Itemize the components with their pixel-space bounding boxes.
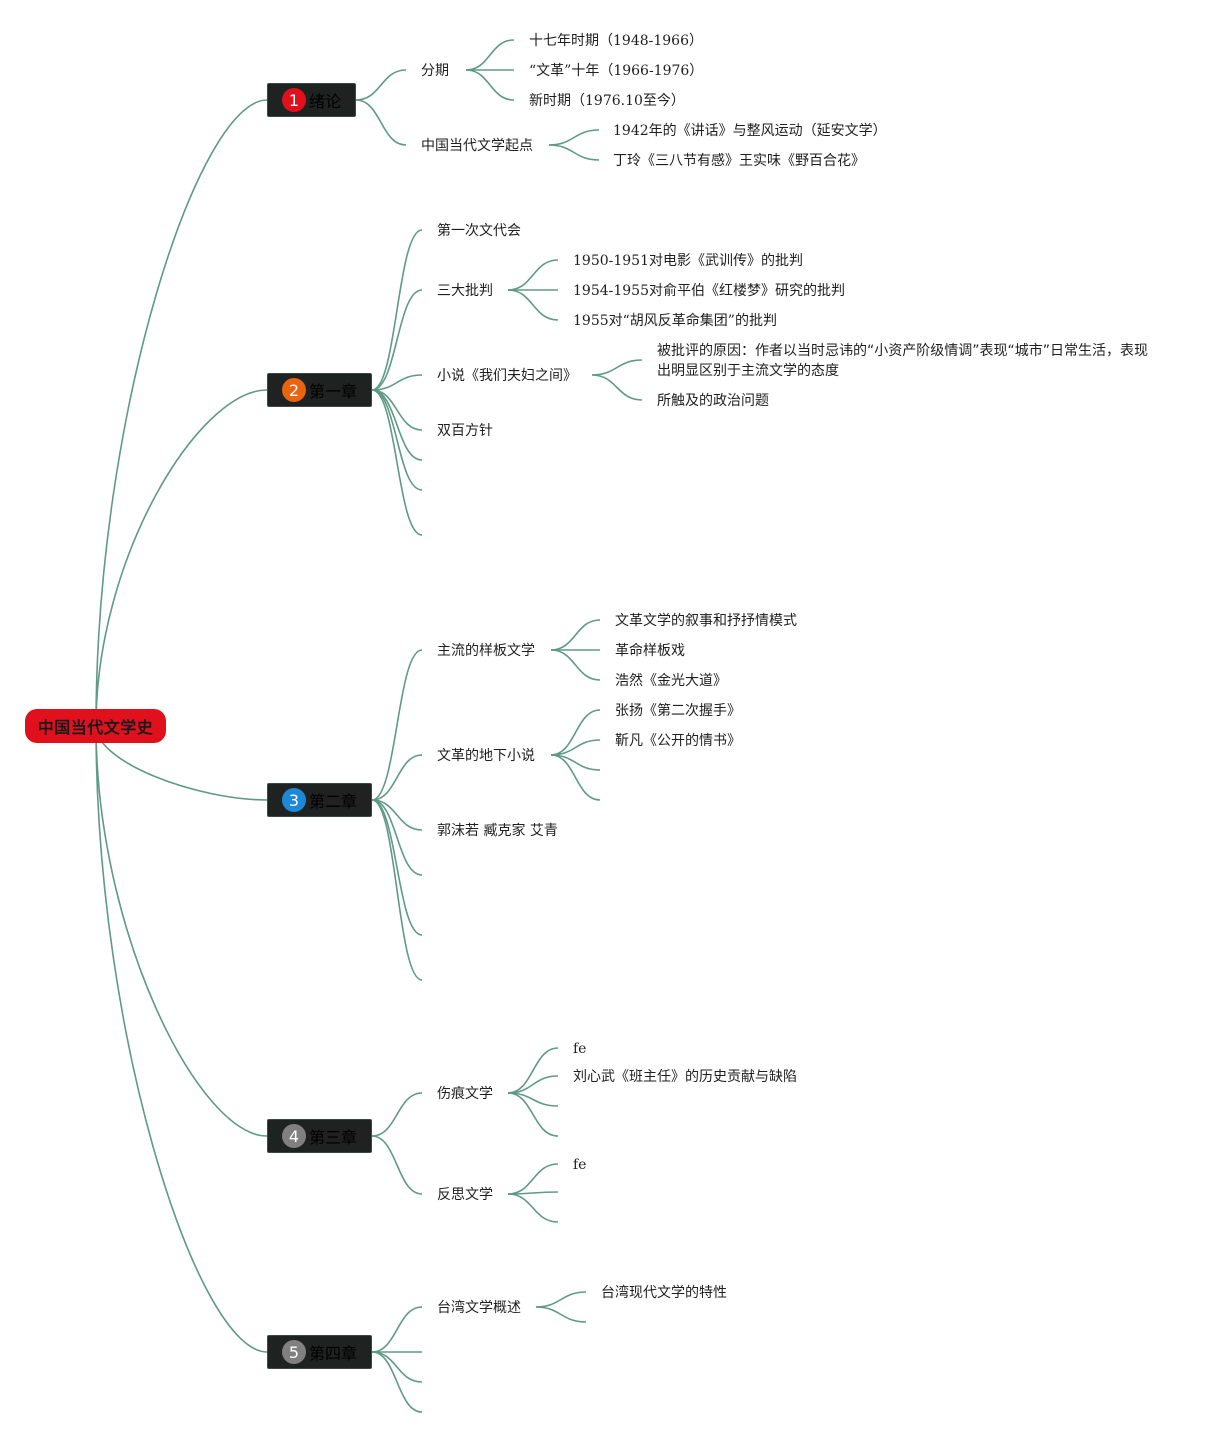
topic-node-scar-literature[interactable]: 伤痕文学 xyxy=(437,1086,493,1102)
leaf-node[interactable]: 1954-1955对俞平伯《红楼梦》研究的批判 xyxy=(573,283,845,299)
connector-line xyxy=(507,1193,559,1223)
chapter-title: 第一章 xyxy=(309,382,358,401)
connector-line xyxy=(371,1306,423,1353)
leaf-node[interactable]: 浩然《金光大道》 xyxy=(615,673,727,689)
connector-line xyxy=(535,1291,587,1308)
leaf-node[interactable]: 台湾现代文学的特性 xyxy=(601,1285,727,1301)
connector-line xyxy=(550,754,601,801)
connector-line xyxy=(507,259,559,291)
root-node[interactable]: 中国当代文学史 xyxy=(25,709,166,743)
connector-line xyxy=(371,389,423,491)
connector-line xyxy=(371,799,423,936)
leaf-node[interactable]: 张扬《第二次握手》 xyxy=(615,703,741,719)
leaf-node[interactable]: 1942年的《讲话》与整风运动（延安文学） xyxy=(613,123,887,139)
connector-line xyxy=(371,754,423,801)
leaf-node[interactable]: 丁玲《三八节有感》王实味《野百合花》 xyxy=(613,153,865,169)
leaf-node[interactable]: 所触及的政治问题 xyxy=(657,393,769,409)
connector-line xyxy=(465,39,515,71)
connector-line xyxy=(548,129,600,146)
connector-line xyxy=(550,619,601,651)
topic-node-model-literature[interactable]: 主流的样板文学 xyxy=(437,643,535,659)
leaf-node[interactable]: “文革”十年（1966-1976） xyxy=(529,63,704,79)
topic-node-underground-novels[interactable]: 文革的地下小说 xyxy=(437,748,535,764)
connector-line xyxy=(371,374,423,391)
topic-node-novel[interactable]: 小说《我们夫妇之间》 xyxy=(437,368,577,384)
topic-node-poets[interactable]: 郭沫若 臧克家 艾青 xyxy=(437,823,558,839)
connector-line xyxy=(507,1047,559,1094)
connector-line xyxy=(371,649,423,801)
connector-line xyxy=(591,359,643,376)
leaf-node[interactable]: 刘心武《班主任》的历史贡献与缺陷 xyxy=(573,1069,797,1085)
chapter-node-2[interactable]: 3 第二章 xyxy=(267,783,372,817)
chapter-node-3[interactable]: 4 第三章 xyxy=(267,1119,372,1153)
number-badge-icon: 3 xyxy=(282,788,306,812)
connector-line xyxy=(95,725,268,1353)
topic-node-congress[interactable]: 第一次文代会 xyxy=(437,223,521,239)
number-badge-icon: 5 xyxy=(282,1340,306,1364)
connector-line xyxy=(371,1351,423,1413)
connector-line xyxy=(507,1163,559,1195)
connector-line xyxy=(95,725,268,1137)
connector-line xyxy=(95,99,268,727)
topic-node-periodization[interactable]: 分期 xyxy=(421,63,449,79)
connector-line xyxy=(371,799,423,831)
leaf-node[interactable]: 十七年时期（1948-1966） xyxy=(529,33,703,49)
topic-node-three-critiques[interactable]: 三大批判 xyxy=(437,283,493,299)
leaf-node[interactable]: 新时期（1976.10至今） xyxy=(529,93,685,109)
connector-line xyxy=(550,709,601,756)
leaf-node[interactable]: 1950-1951对电影《武训传》的批判 xyxy=(573,253,803,269)
number-badge-icon: 4 xyxy=(282,1124,306,1148)
number-badge-icon: 2 xyxy=(282,378,306,402)
connector-line xyxy=(95,389,268,727)
leaf-node[interactable]: 文革文学的叙事和抒抒情模式 xyxy=(615,613,797,629)
topic-node-starting-point[interactable]: 中国当代文学起点 xyxy=(421,138,533,154)
leaf-node[interactable]: 革命样板戏 xyxy=(615,643,685,659)
connector-line xyxy=(371,389,423,536)
number-badge-icon: 1 xyxy=(282,88,306,112)
connector-line xyxy=(371,799,423,981)
connector-line xyxy=(550,649,601,681)
root-title: 中国当代文学史 xyxy=(37,718,154,737)
leaf-node[interactable]: 被批评的原因：作者以当时忌讳的“小资产阶级情调”表现“城市”日常生活，表现出明显… xyxy=(657,343,1149,379)
topic-node-double-hundred[interactable]: 双百方针 xyxy=(437,423,493,439)
leaf-node[interactable]: fe xyxy=(573,1157,587,1173)
topic-node-reflection-literature[interactable]: 反思文学 xyxy=(437,1187,493,1203)
connector-line xyxy=(465,69,515,101)
connector-line xyxy=(371,1135,423,1195)
chapter-node-intro[interactable]: 1 绪论 xyxy=(267,83,356,117)
topic-node-taiwan-literature[interactable]: 台湾文学概述 xyxy=(437,1300,521,1316)
connector-line xyxy=(371,389,423,461)
connector-line xyxy=(535,1306,587,1323)
connector-line xyxy=(355,69,407,101)
connector-line xyxy=(507,1075,559,1094)
connector-line xyxy=(371,1092,423,1137)
connector-line xyxy=(371,289,423,391)
connector-line xyxy=(548,144,600,161)
connector-line xyxy=(591,374,643,401)
connector-line xyxy=(507,289,559,321)
chapter-node-4[interactable]: 5 第四章 xyxy=(267,1335,372,1369)
connector-line xyxy=(371,229,423,391)
chapter-node-1[interactable]: 2 第一章 xyxy=(267,373,372,407)
chapter-title: 绪论 xyxy=(309,92,342,111)
chapter-title: 第三章 xyxy=(309,1128,358,1147)
connector-line xyxy=(371,799,423,876)
leaf-node[interactable]: 靳凡《公开的情书》 xyxy=(615,733,741,749)
leaf-node[interactable]: fe xyxy=(573,1041,587,1057)
connector-line xyxy=(355,99,407,146)
chapter-title: 第二章 xyxy=(309,792,358,811)
connector-line xyxy=(371,1351,423,1383)
chapter-title: 第四章 xyxy=(309,1344,358,1363)
leaf-node[interactable]: 1955对“胡风反革命集团”的批判 xyxy=(573,313,777,329)
connector-line xyxy=(507,1092,559,1137)
